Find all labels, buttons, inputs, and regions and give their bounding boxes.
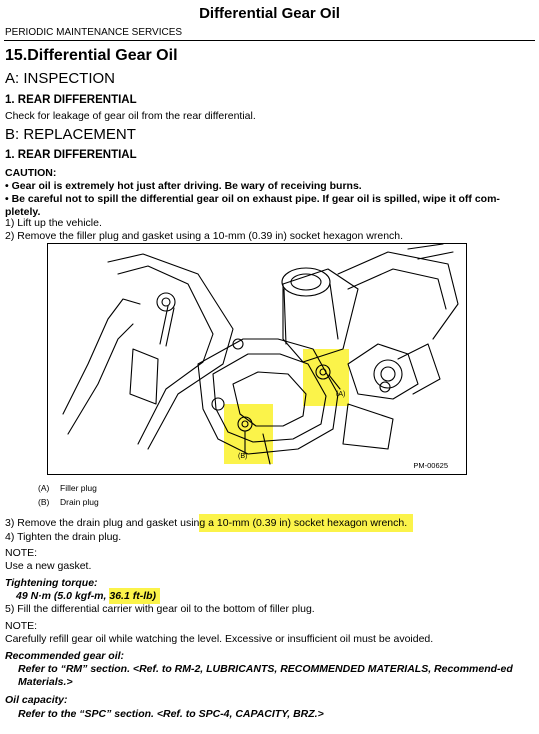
note2-text: Carefully refill gear oil while watching… (5, 633, 434, 645)
inspection-subheading: 1. REAR DIFFERENTIAL (5, 94, 137, 106)
oil-capacity-text: Refer to the “SPC” section. <Ref. to SPC… (18, 708, 324, 720)
oil-capacity-label: Oil capacity: (5, 694, 68, 706)
section-header: PERIODIC MAINTENANCE SERVICES (5, 27, 183, 38)
callout-a: (A) (336, 391, 345, 398)
differential-illustration: (A) (B) PM-00625 (47, 243, 467, 475)
step-3-highlight: g a 10-mm (0.39 in) socket hexagon wrenc… (199, 514, 414, 532)
step-3-text: 3) Remove the drain plug and gasket usin (5, 517, 200, 529)
torque-highlight: 36.1 ft-lb) (109, 588, 161, 604)
replacement-subheading: 1. REAR DIFFERENTIAL (5, 149, 137, 161)
figure-code: PM-00625 (413, 461, 448, 470)
legend-label-b: Drain plug (60, 497, 99, 507)
inspection-text: Check for leakage of gear oil from the r… (5, 110, 256, 122)
note-text: Use a new gasket. (5, 560, 92, 572)
caution-item-1: • Gear oil is extremely hot just after d… (5, 180, 362, 192)
legend-key-b: (B) (38, 497, 50, 507)
note-label: NOTE: (5, 547, 38, 559)
callout-b: (B) (238, 453, 247, 460)
header-rule (4, 40, 535, 41)
replacement-heading: B: REPLACEMENT (5, 126, 136, 143)
torque-value-text: 49 N·m (5.0 kgf-m, (16, 590, 110, 602)
legend-key-a: (A) (38, 483, 50, 493)
inspection-heading: A: INSPECTION (5, 70, 116, 87)
recommended-oil-text: Refer to “RM” section. <Ref. to RM-2, LU… (18, 663, 513, 688)
step-5: 5) Fill the differential carrier with ge… (5, 603, 315, 615)
recommended-oil-label: Recommended gear oil: (5, 650, 125, 662)
differential-drawing: (A) (B) PM-00625 (62, 243, 459, 470)
page-title: Differential Gear Oil (199, 5, 340, 22)
legend-label-a: Filler plug (60, 483, 97, 493)
main-heading: 15.Differential Gear Oil (5, 47, 178, 64)
torque-label: Tightening torque: (5, 577, 98, 589)
step-3: 3) Remove the drain plug and gasket usin… (5, 514, 414, 532)
caution-label: CAUTION: (5, 167, 57, 179)
torque-value: 49 N·m (5.0 kgf-m, 36.1 ft-lb) (16, 588, 161, 604)
caution-item-2: • Be careful not to spill the differenti… (5, 193, 500, 218)
step-1: 1) Lift up the vehicle. (5, 217, 102, 229)
step-4: 4) Tighten the drain plug. (5, 531, 122, 543)
step-2: 2) Remove the filler plug and gasket usi… (5, 230, 404, 242)
drain-plug-highlight (224, 404, 273, 464)
note2-label: NOTE: (5, 620, 38, 632)
